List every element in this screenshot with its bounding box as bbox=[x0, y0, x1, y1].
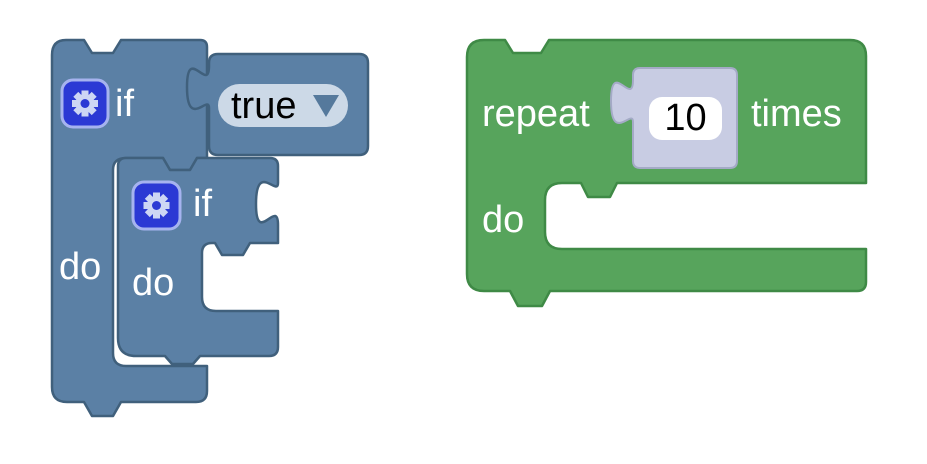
repeat-do-label: do bbox=[482, 199, 525, 241]
boolean-dropdown-value: true bbox=[231, 84, 297, 127]
repeat-count-value: 10 bbox=[664, 97, 707, 139]
nested-do-label: do bbox=[132, 262, 175, 304]
repeat-label: repeat bbox=[482, 93, 590, 135]
repeat-count-field[interactable]: 10 bbox=[649, 97, 722, 140]
repeat-block-shape[interactable] bbox=[465, 38, 868, 308]
dropdown-arrow-icon bbox=[313, 95, 339, 117]
nested-if-label: if bbox=[193, 183, 212, 225]
outer-if-block-shape[interactable] bbox=[50, 38, 209, 418]
outer-if-gear-icon[interactable] bbox=[60, 78, 110, 129]
boolean-dropdown-field[interactable]: true bbox=[218, 84, 348, 127]
nested-if-gear-icon[interactable] bbox=[131, 180, 182, 231]
outer-do-label: do bbox=[59, 246, 102, 288]
times-label: times bbox=[751, 93, 842, 135]
outer-if-label: if bbox=[115, 83, 134, 125]
